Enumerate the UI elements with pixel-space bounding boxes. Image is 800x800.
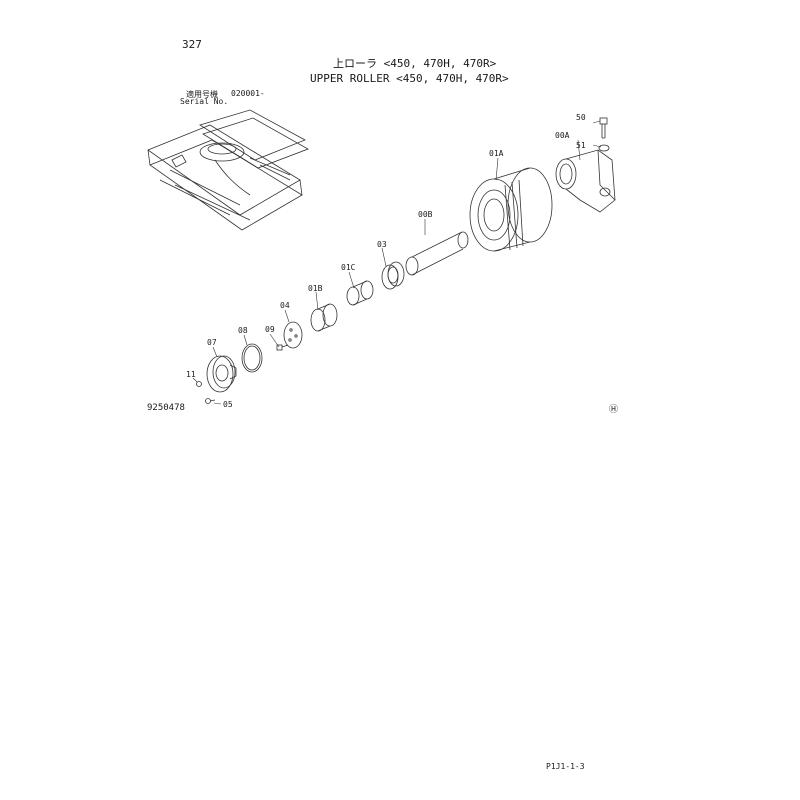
- bushing-01B: [310, 303, 338, 332]
- cover-07: [206, 355, 237, 393]
- callout-07: 07: [207, 338, 217, 347]
- callout-01B: 01B: [308, 284, 323, 293]
- callout-00A: 00A: [555, 131, 570, 140]
- callout-05: 05: [223, 400, 233, 409]
- serial-label-japanese: 適用号機: [186, 90, 218, 99]
- serial-value: 020001-: [231, 89, 265, 98]
- seal-03: [381, 261, 405, 290]
- callout-01C: 01C: [341, 263, 356, 272]
- serial-label-english: Serial No.: [180, 97, 229, 106]
- callout-50: 50: [576, 113, 586, 122]
- roller-01A: [469, 167, 553, 252]
- washer-51: [598, 144, 610, 152]
- callout-03: 03: [377, 240, 387, 249]
- bracket-00A: [555, 149, 616, 213]
- callout-00B: 00B: [418, 210, 433, 219]
- callout-51: 51: [576, 141, 586, 150]
- callout-01A: 01A: [489, 149, 504, 158]
- bolt-50: [599, 117, 608, 139]
- screw-09: [276, 344, 289, 351]
- title-english: UPPER ROLLER <450, 470H, 470R>: [310, 72, 509, 85]
- callout-08: 08: [238, 326, 248, 335]
- page-number: 327: [182, 38, 202, 51]
- callout-04: 04: [280, 301, 290, 310]
- callout-11: 11: [186, 370, 196, 379]
- drawing-code: 9250478: [147, 403, 185, 413]
- title-japanese: 上ローラ <450, 470H, 470R>: [333, 57, 497, 70]
- o-ring-08: [241, 343, 263, 373]
- callout-09: 09: [265, 325, 275, 334]
- undercarriage-illustration: [147, 109, 309, 231]
- leader-lines: [192, 120, 602, 405]
- bushing-01C: [346, 280, 374, 306]
- bolt-05: [205, 398, 216, 404]
- revision-mark: Ⓗ: [609, 405, 619, 415]
- callout-labels: 50 00A 51 01A 00B 03 01C 01B 04 09 08 07…: [186, 113, 586, 409]
- plug-11: [196, 381, 202, 387]
- plate-04: [283, 321, 303, 349]
- footer-page-code: P1J1-1-3: [546, 762, 585, 771]
- shaft-00B: [405, 231, 469, 276]
